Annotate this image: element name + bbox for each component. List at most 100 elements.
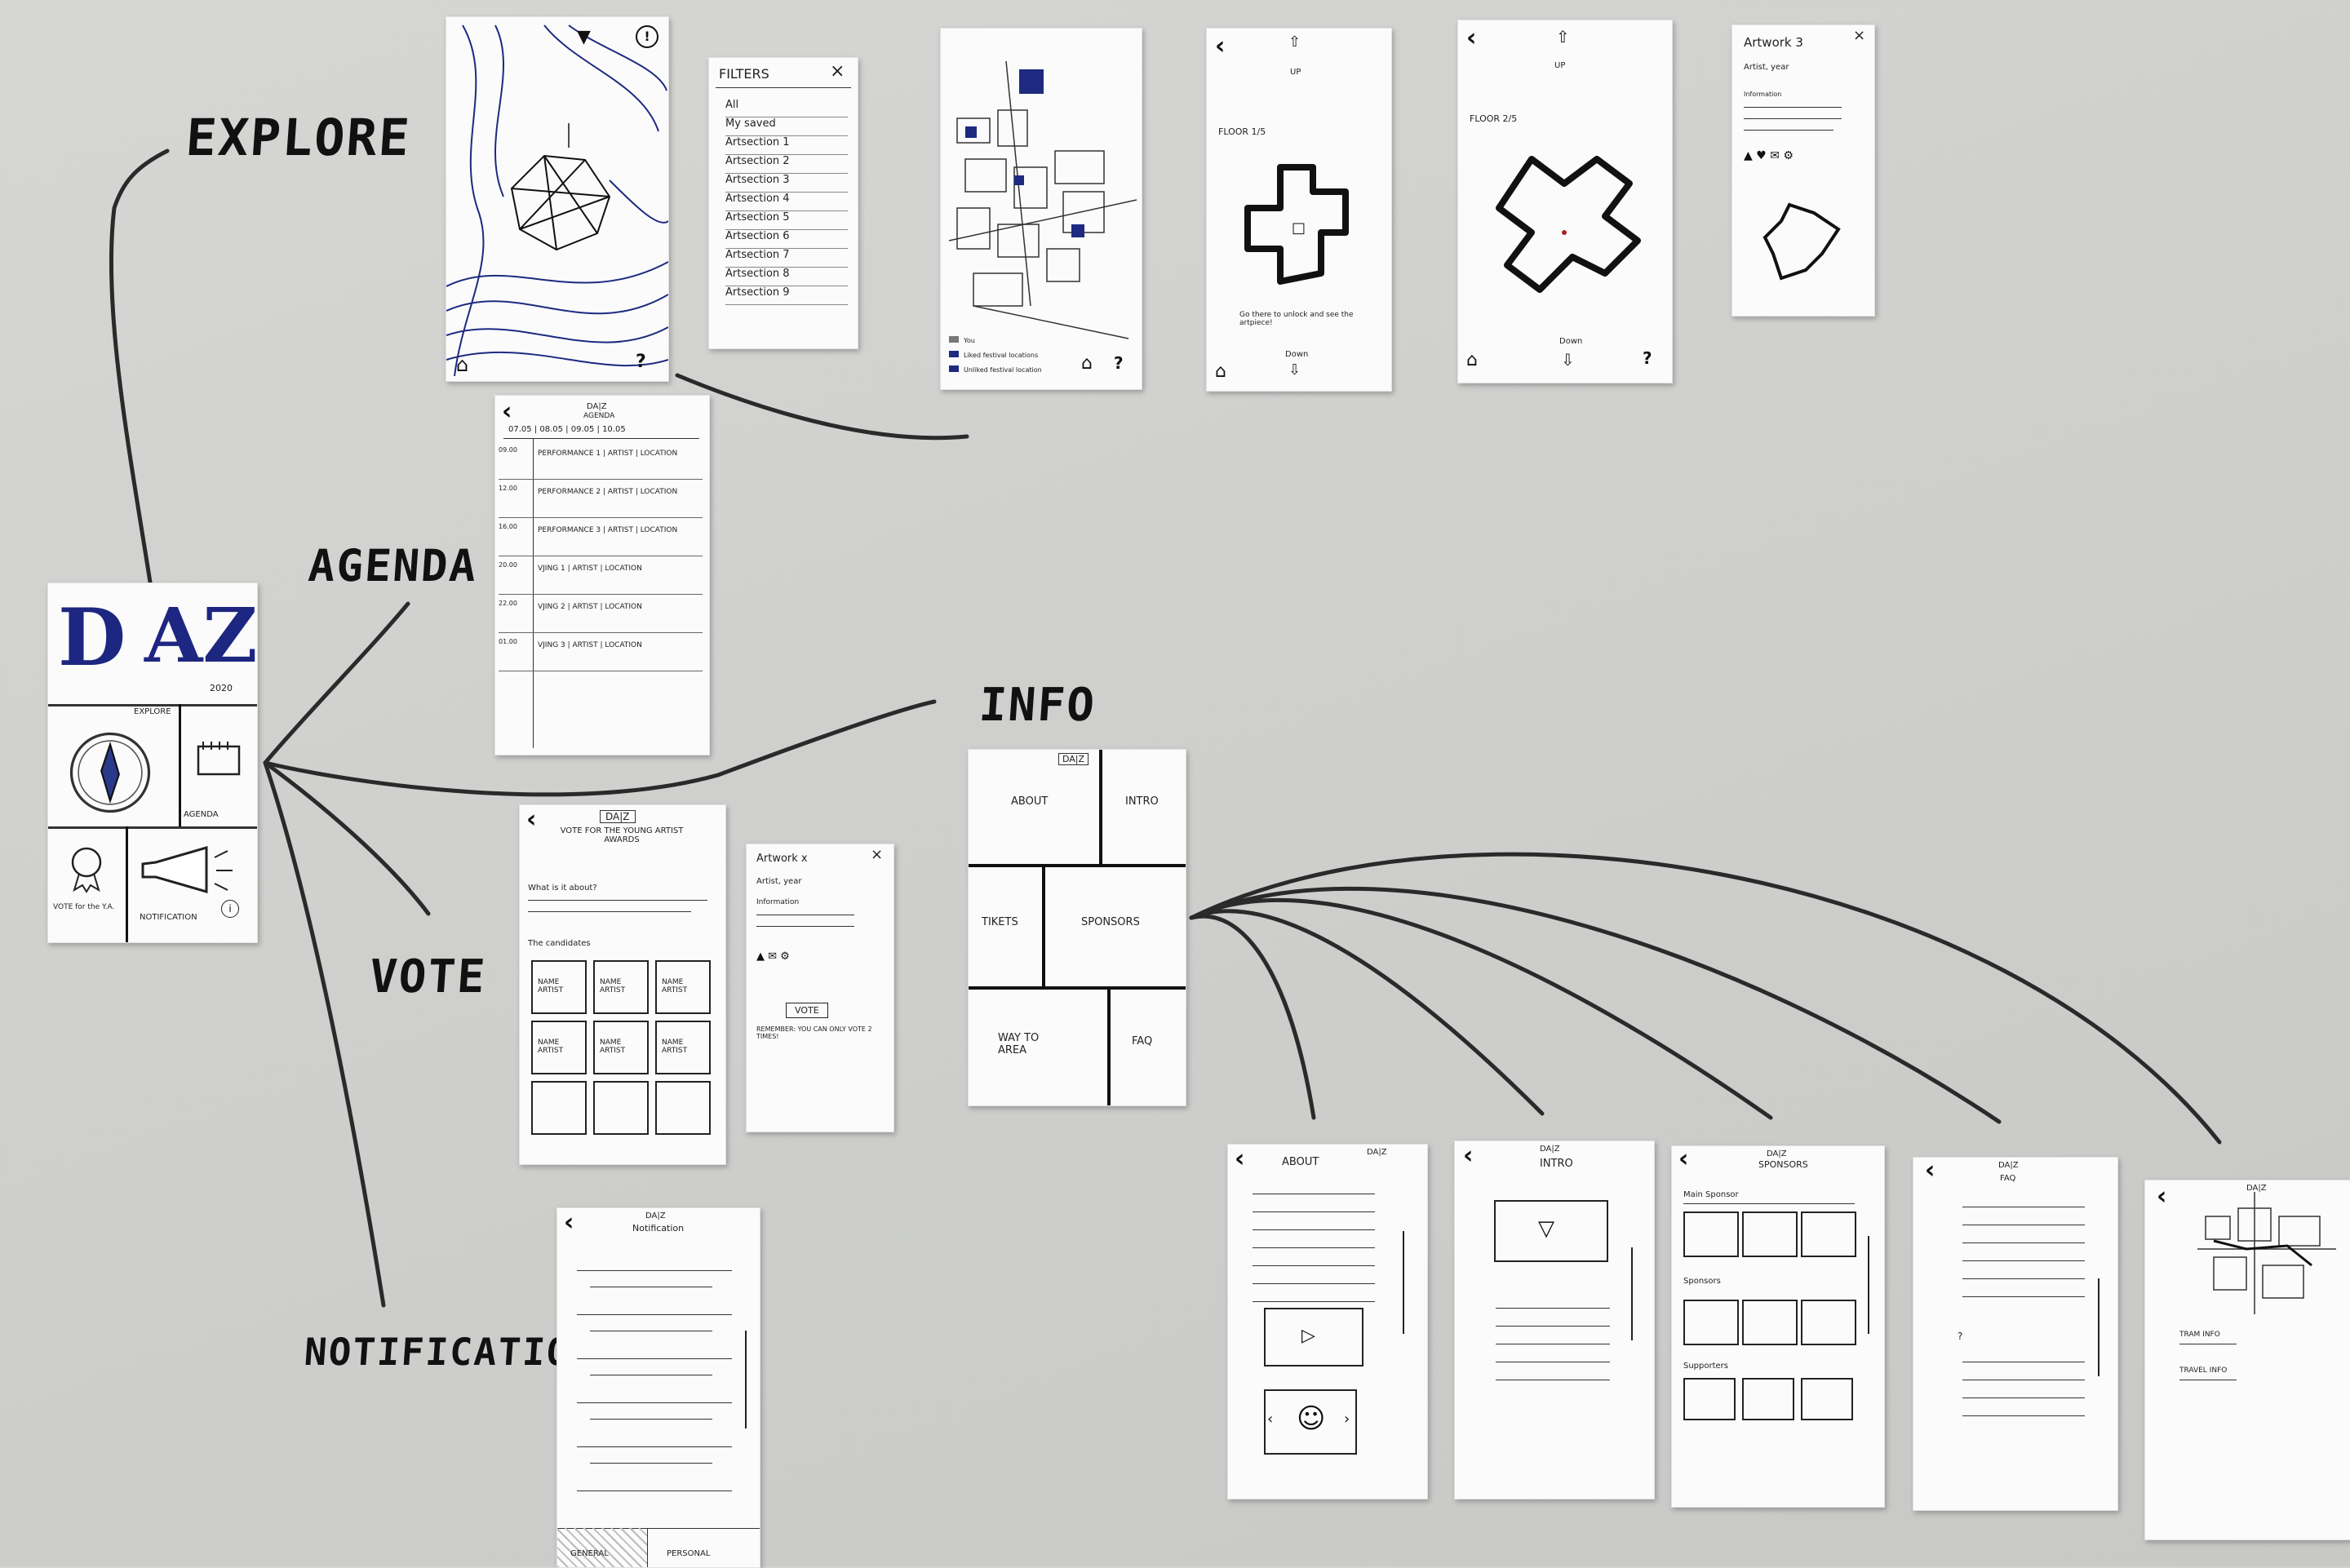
floor2-card[interactable]: ‹ ⇧ UP FLOOR 2/5 Down ⇩ ⌂ ? <box>1457 20 1673 383</box>
intro-card[interactable]: ‹ DA|Z INTRO ▽ <box>1454 1141 1655 1499</box>
filter-item[interactable]: Artsection 1 <box>725 136 848 155</box>
scrollbar[interactable] <box>1868 1236 1873 1334</box>
sponsor-logo[interactable] <box>1801 1378 1853 1420</box>
play-icon[interactable]: ▽ <box>1538 1216 1554 1241</box>
about-card[interactable]: ‹ DA|Z ABOUT ▷ ‹ ☺ › <box>1227 1144 1428 1499</box>
up-arrow-icon[interactable]: ⇧ <box>1556 27 1570 47</box>
compass-icon[interactable] <box>66 729 154 817</box>
way-to-area-card[interactable]: ‹ DA|Z TRAM INFO TRAVEL INFO <box>2144 1180 2350 1540</box>
sponsor-logo[interactable] <box>1742 1211 1798 1257</box>
sponsor-logo[interactable] <box>1683 1378 1736 1420</box>
floor2-up[interactable]: UP <box>1554 61 1566 70</box>
floor1-down[interactable]: Down <box>1285 350 1309 359</box>
back-icon[interactable]: ‹ <box>526 805 537 834</box>
tile-tickets[interactable]: TIKETS <box>982 916 1018 928</box>
home-agenda-label[interactable]: AGENDA <box>184 810 219 819</box>
sponsor-logo[interactable] <box>1742 1300 1798 1345</box>
candidate-card[interactable]: NAME ARTIST <box>593 960 649 1014</box>
campus-map-card[interactable]: You Liked festival locations Unliked fes… <box>940 28 1142 390</box>
tile-about[interactable]: ABOUT <box>1011 795 1049 808</box>
floor-plan-drawing[interactable] <box>1231 159 1362 290</box>
close-icon[interactable]: × <box>830 61 845 82</box>
candidate-card[interactable]: NAME ARTIST <box>655 960 711 1014</box>
candidate-card[interactable] <box>531 1081 587 1135</box>
agenda-card[interactable]: ‹ DA|Z AGENDA 07.05 | 08.05 | 09.05 | 10… <box>494 395 710 755</box>
agenda-row[interactable]: 16.00 PERFORMANCE 3 | ARTIST | LOCATION <box>499 518 703 556</box>
back-icon[interactable]: ‹ <box>502 397 512 426</box>
candidate-card[interactable]: NAME ARTIST <box>593 1021 649 1074</box>
candidate-card[interactable] <box>593 1081 649 1135</box>
back-icon[interactable]: ‹ <box>2157 1182 2167 1211</box>
info-icon[interactable]: i <box>221 900 239 918</box>
scrollbar[interactable] <box>2098 1278 2103 1376</box>
chevron-left-icon[interactable]: ‹ <box>1267 1411 1274 1428</box>
home-explore-label[interactable]: EXPLORE <box>134 707 171 716</box>
up-arrow-icon[interactable]: ⇧ <box>1288 33 1301 51</box>
area-map-drawing[interactable] <box>2197 1192 2336 1314</box>
campus-map-drawing[interactable] <box>941 29 1142 389</box>
home-icon[interactable]: ⌂ <box>1466 350 1478 370</box>
scrollbar[interactable] <box>745 1331 750 1428</box>
candidate-card[interactable]: NAME ARTIST <box>655 1021 711 1074</box>
tile-faq[interactable]: FAQ <box>1132 1035 1153 1048</box>
agenda-row[interactable]: 22.00 VJING 2 | ARTIST | LOCATION <box>499 595 703 633</box>
tile-way-to-area[interactable]: WAY TO AREA <box>998 1032 1040 1056</box>
filter-icon[interactable]: ▼ <box>577 27 591 47</box>
help-icon[interactable]: ? <box>1643 348 1652 368</box>
action-icons[interactable]: ▲ ✉ ⚙ <box>756 950 790 963</box>
video-thumbnail[interactable]: ▷ <box>1264 1308 1363 1366</box>
close-icon[interactable]: × <box>871 846 884 863</box>
action-icons[interactable]: ▲ ♥ ✉ ⚙ <box>1744 149 1794 162</box>
award-icon[interactable] <box>63 843 110 893</box>
filter-item[interactable]: My saved <box>725 117 848 136</box>
filter-item[interactable]: All <box>725 99 848 117</box>
sponsors-card[interactable]: ‹ DA|Z SPONSORS Main Sponsor Sponsors Su… <box>1671 1145 1885 1508</box>
back-icon[interactable]: ‹ <box>1215 32 1226 60</box>
filter-item[interactable]: Artsection 5 <box>725 211 848 230</box>
agenda-dates[interactable]: 07.05 | 08.05 | 09.05 | 10.05 <box>508 425 626 434</box>
home-icon[interactable]: ⌂ <box>1215 361 1226 382</box>
back-icon[interactable]: ‹ <box>564 1208 574 1237</box>
vote-card[interactable]: ‹ DA|Z VOTE FOR THE YOUNG ARTIST AWARDS … <box>519 804 726 1165</box>
agenda-row[interactable]: 09.00 PERFORMANCE 1 | ARTIST | LOCATION <box>499 441 703 480</box>
home-notification-label[interactable]: NOTIFICATION <box>140 913 197 922</box>
back-icon[interactable]: ‹ <box>1466 24 1477 52</box>
vote-button[interactable]: VOTE <box>786 1003 828 1018</box>
down-arrow-icon[interactable]: ⇩ <box>1561 350 1575 370</box>
agenda-icon[interactable] <box>195 738 244 777</box>
filter-item[interactable]: Artsection 7 <box>725 249 848 268</box>
filter-item[interactable]: Artsection 4 <box>725 193 848 211</box>
way-tram-info[interactable]: TRAM INFO <box>2179 1331 2220 1339</box>
back-icon[interactable]: ‹ <box>1463 1141 1474 1170</box>
filter-item[interactable]: Artsection 6 <box>725 230 848 249</box>
chevron-right-icon[interactable]: › <box>1344 1411 1350 1428</box>
sponsor-logo[interactable] <box>1801 1300 1856 1345</box>
close-icon[interactable]: × <box>1853 27 1866 44</box>
abstract-map-drawing[interactable] <box>446 17 668 381</box>
filter-item[interactable]: Artsection 3 <box>725 174 848 193</box>
home-vote-label[interactable]: VOTE for the Y.A. <box>53 903 115 911</box>
sponsor-logo[interactable] <box>1683 1300 1739 1345</box>
back-icon[interactable]: ‹ <box>1678 1145 1689 1173</box>
info-card[interactable]: DA|Z ABOUT INTRO TIKETS SPONSORS WAY TO … <box>968 749 1186 1106</box>
sponsor-logo[interactable] <box>1742 1378 1794 1420</box>
video-thumbnail[interactable]: ▽ <box>1494 1200 1608 1262</box>
filter-item[interactable]: Artsection 8 <box>725 268 848 286</box>
tab-general[interactable]: GENERAL <box>557 1528 647 1567</box>
candidate-card[interactable]: NAME ARTIST <box>531 960 587 1014</box>
filters-panel-card[interactable]: FILTERS × All My saved Artsection 1 Arts… <box>708 57 858 349</box>
agenda-row[interactable]: 20.00 VJING 1 | ARTIST | LOCATION <box>499 556 703 595</box>
artwork3-card[interactable]: Artwork 3 × Artist, year Information ▲ ♥… <box>1731 24 1875 317</box>
floor-plan-drawing[interactable] <box>1483 151 1646 306</box>
photo-carousel[interactable]: ‹ ☺ › <box>1264 1389 1357 1455</box>
home-icon[interactable]: ⌂ <box>456 353 469 376</box>
filter-item[interactable]: Artsection 9 <box>725 286 848 305</box>
back-icon[interactable]: ‹ <box>1925 1157 1935 1185</box>
home-icon[interactable]: ⌂ <box>1081 353 1093 374</box>
sponsor-logo[interactable] <box>1683 1211 1739 1257</box>
filter-item[interactable]: Artsection 2 <box>725 155 848 174</box>
scrollbar[interactable] <box>1403 1231 1408 1334</box>
agenda-row[interactable]: 01.00 VJING 3 | ARTIST | LOCATION <box>499 633 703 671</box>
megaphone-icon[interactable] <box>136 843 242 895</box>
back-icon[interactable]: ‹ <box>1235 1145 1245 1173</box>
